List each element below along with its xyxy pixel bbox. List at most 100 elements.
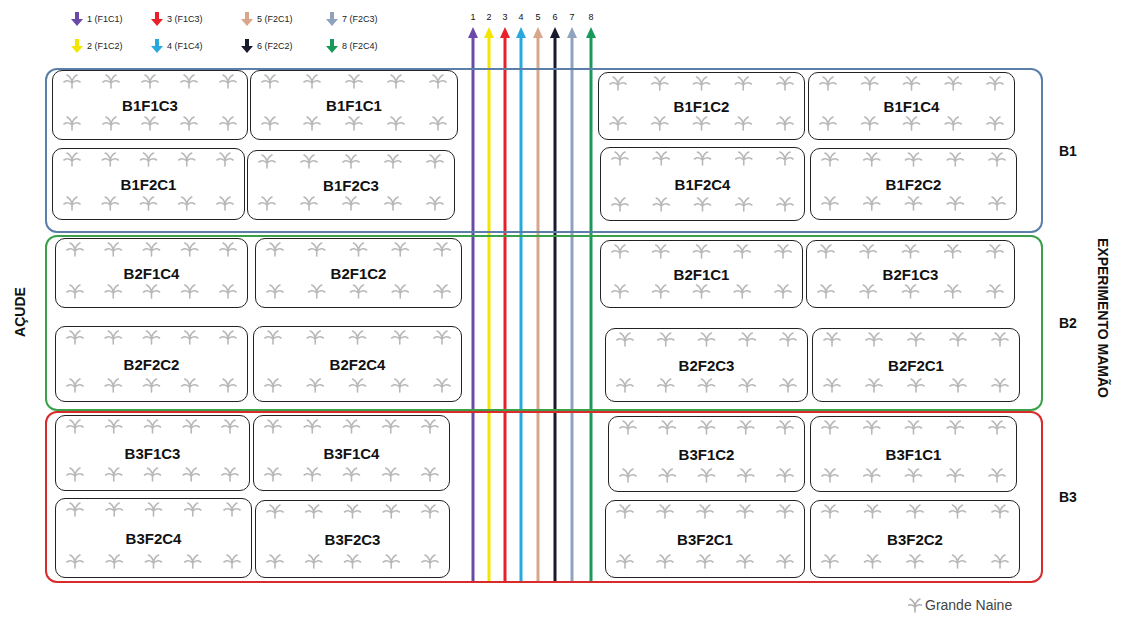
- legend-text: 2 (F1C2): [87, 41, 123, 51]
- legend-text: 5 (F2C1): [257, 14, 293, 24]
- plot-label: B3F2C4: [123, 530, 185, 547]
- legend-entry: 5 (F2C1): [240, 11, 293, 27]
- plot-box: B3F1C1: [810, 416, 1017, 492]
- legend-entry: 2 (F1C2): [70, 38, 123, 54]
- block-outline: B2B2F1C4B2F1C2B2F1C1B2F1C3B2F2C2B2F2C4B2…: [45, 235, 1043, 411]
- legend-arrow: [240, 38, 254, 54]
- legend-entry: Grande Naine: [908, 597, 1012, 613]
- legend-arrow: [325, 38, 339, 54]
- irrigation-line: [590, 36, 593, 581]
- legend-text: 7 (F2C3): [342, 14, 378, 24]
- block-outline: B1B1F1C3B1F1C1B1F1C2B1F1C4B1F2C1B1F2C3B1…: [45, 68, 1043, 233]
- plot-label: B2F2C3: [676, 357, 738, 374]
- legend-arrow: [70, 11, 84, 27]
- legend-arrow: [70, 38, 84, 54]
- plot-box: B1F1C1: [250, 70, 458, 140]
- block-label: B3: [1059, 489, 1077, 505]
- plot-label: B2F2C4: [327, 356, 389, 373]
- line-number: 3: [502, 12, 507, 22]
- plot-label: B3F2C2: [884, 531, 946, 548]
- legend-text: 4 (F1C4): [167, 41, 203, 51]
- plot-box: B3F1C4: [253, 415, 450, 491]
- line-number: 8: [588, 12, 593, 22]
- plot-label: B1F2C1: [118, 176, 180, 193]
- arrow-head: [567, 27, 577, 38]
- plot-label: B3F1C4: [321, 445, 383, 462]
- plot-label: B3F1C2: [676, 446, 738, 463]
- plot-label: B2F1C3: [880, 266, 942, 283]
- irrigation-line: [472, 36, 475, 581]
- arrow-head: [484, 27, 494, 38]
- plot-box: B3F2C4: [55, 498, 252, 578]
- plot-box: B3F2C1: [605, 500, 805, 578]
- line-number: 1: [470, 12, 475, 22]
- legend-entry: 7 (F2C3): [325, 11, 378, 27]
- plot-label: B2F2C2: [121, 356, 183, 373]
- block-label: B1: [1059, 143, 1077, 159]
- plot-box: B2F1C3: [806, 240, 1015, 308]
- legend-text: 1 (F1C1): [87, 14, 123, 24]
- plot-label: B1F2C4: [672, 176, 734, 193]
- plot-box: B1F2C2: [810, 148, 1017, 220]
- legend-text: 3 (F1C3): [167, 14, 203, 24]
- legend-entry: 1 (F1C1): [70, 11, 123, 27]
- plot-box: B1F2C1: [52, 148, 245, 220]
- plot-label: B1F2C2: [883, 176, 945, 193]
- plot-label: B1F1C3: [119, 97, 181, 114]
- plot-box: B2F2C1: [812, 328, 1020, 402]
- plot-box: B1F2C4: [600, 147, 805, 221]
- plot-box: B1F1C2: [598, 72, 805, 140]
- plot-label: B1F2C3: [320, 177, 382, 194]
- line-number: 5: [535, 12, 540, 22]
- arrow-head: [468, 27, 478, 38]
- arrow-head: [533, 27, 543, 38]
- legend-text: 8 (F2C4): [342, 41, 378, 51]
- line-number: 2: [486, 12, 491, 22]
- line-number: 7: [569, 12, 574, 22]
- block-outline: B3B3F1C3B3F1C4B3F1C2B3F1C1B3F2C4B3F2C3B3…: [45, 411, 1043, 583]
- arrow-head: [516, 27, 526, 38]
- legend-text: 6 (F2C2): [257, 41, 293, 51]
- irrigation-line: [504, 36, 507, 581]
- irrigation-line: [571, 36, 574, 581]
- plot-box: B2F2C2: [55, 326, 248, 402]
- plot-box: B1F1C4: [808, 72, 1015, 140]
- irrigation-line: [554, 36, 557, 581]
- plot-label: B3F1C3: [122, 445, 184, 462]
- side-label: EXPERIMENTO MAMÃO: [1095, 238, 1111, 398]
- legend-plant: [908, 597, 922, 613]
- plot-box: B3F2C3: [255, 500, 450, 578]
- plot-label: B2F1C4: [121, 265, 183, 282]
- legend-text: Grande Naine: [925, 597, 1012, 613]
- plot-box: B2F2C4: [253, 326, 462, 402]
- plot-box: B1F1C3: [52, 70, 248, 140]
- plot-label: B1F1C2: [671, 98, 733, 115]
- plot-box: B2F1C4: [55, 238, 248, 308]
- plot-box: B3F2C2: [810, 500, 1020, 578]
- plot-label: B1F1C4: [881, 98, 943, 115]
- irrigation-lines: [468, 27, 596, 581]
- legend-entry: 8 (F2C4): [325, 38, 378, 54]
- irrigation-line: [520, 36, 523, 581]
- plot-label: B1F1C1: [323, 97, 385, 114]
- legend-arrow: [325, 11, 339, 27]
- arrow-head: [500, 27, 510, 38]
- plot-label: B3F2C1: [674, 531, 736, 548]
- plot-box: B1F2C3: [247, 150, 455, 220]
- line-number: 6: [552, 12, 557, 22]
- plot-label: B2F2C1: [885, 357, 947, 374]
- irrigation-line: [488, 36, 491, 581]
- legend-entry: 3 (F1C3): [150, 11, 203, 27]
- plot-box: B2F2C3: [605, 328, 808, 402]
- legend-entry: 4 (F1C4): [150, 38, 203, 54]
- plot-box: B2F1C1: [600, 240, 803, 308]
- plot-box: B3F1C3: [55, 415, 250, 491]
- legend-arrow: [150, 11, 164, 27]
- plot-label: B3F1C1: [883, 446, 945, 463]
- arrow-head: [586, 27, 596, 38]
- arrow-head: [550, 27, 560, 38]
- line-number: 4: [518, 12, 523, 22]
- plot-box: B2F1C2: [255, 238, 462, 308]
- plot-label: B3F2C3: [322, 531, 384, 548]
